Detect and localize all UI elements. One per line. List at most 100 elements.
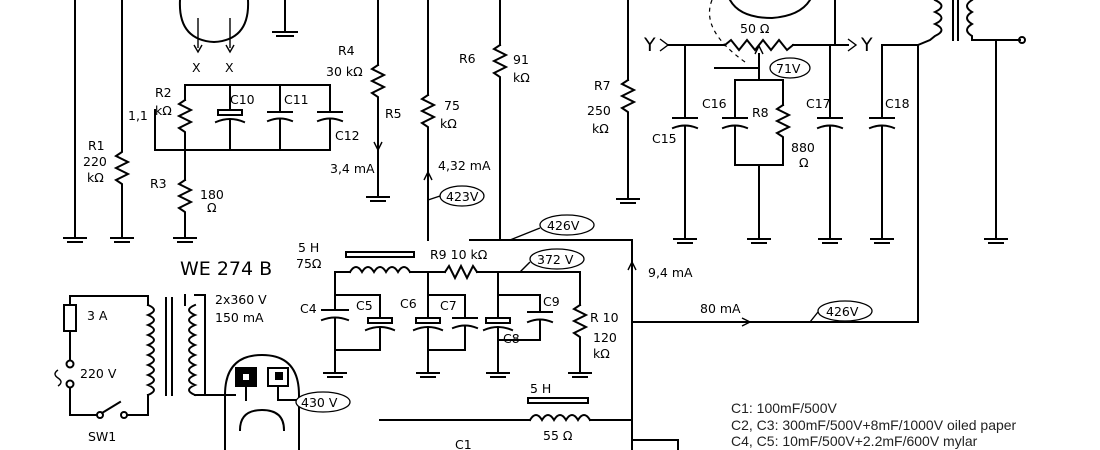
label-r8-value: 880: [791, 140, 815, 155]
label-c1-partial: C1: [455, 437, 472, 450]
voltage-oval-430: [295, 391, 351, 413]
ground-symbol: [63, 237, 87, 243]
label-x-right: X: [225, 60, 234, 75]
label-choke2-res: 55 Ω: [543, 428, 573, 443]
capacitor-notes: C1: 100mF/500V C2, C3: 300mF/500V+8mF/10…: [731, 400, 1016, 450]
label-x-left: X: [192, 60, 201, 75]
tube-partial-right: [728, 0, 812, 20]
label-c10: C10: [230, 92, 255, 107]
voltage-oval-426-top: [539, 214, 595, 236]
label-c7: C7: [440, 298, 457, 313]
label-1-1: 1,1: [128, 108, 148, 123]
label-c6: C6: [400, 296, 417, 311]
ground-symbol: [616, 198, 640, 204]
label-pot-value: 50 Ω: [740, 21, 770, 36]
label-current-80: 80 mA: [700, 301, 741, 316]
ground-symbol: [173, 237, 197, 243]
power-input-section: [54, 294, 300, 450]
label-r5-value: 75: [444, 98, 460, 113]
voltage-426-top: 426V: [547, 218, 580, 233]
label-y-right: Y: [860, 34, 873, 56]
lower-choke-section: [379, 397, 679, 450]
label-c12: C12: [335, 128, 360, 143]
transformer-secondary: [188, 303, 198, 397]
label-r1: R1: [88, 138, 105, 153]
label-xfmr-current: 150 mA: [215, 310, 264, 325]
label-choke1: 5 H: [298, 240, 319, 255]
voltage-oval-426-right: [817, 300, 873, 322]
upper-right-section: [616, 0, 1026, 323]
label-r10-unit: kΩ: [593, 346, 610, 361]
label-r3-unit: Ω: [207, 200, 217, 215]
label-r4: R4: [338, 43, 355, 58]
r6-resistor: [491, 43, 509, 241]
voltage-426-right: 426V: [826, 304, 859, 319]
label-c16: C16: [702, 96, 727, 111]
ground-symbol: [272, 31, 298, 37]
label-r10-value: 120: [593, 330, 617, 345]
label-r10: R 10: [590, 310, 619, 325]
r8-resistor: [774, 103, 792, 166]
label-current-3-4: 3,4 mA: [330, 161, 375, 176]
ground-symbol: [366, 196, 390, 202]
label-r7: R7: [594, 78, 611, 93]
voltage-423: 423V: [446, 189, 479, 204]
label-choke2: 5 H: [530, 381, 551, 396]
switch-sw1: [100, 400, 122, 415]
label-c15: C15: [652, 131, 677, 146]
label-current-4-32: 4,32 mA: [438, 158, 491, 173]
label-c17: C17: [806, 96, 831, 111]
label-r1-unit: kΩ: [87, 170, 104, 185]
voltage-annotations: 423V 71V 426V 372 V 426V 430 V: [295, 57, 873, 413]
label-r6: R6: [459, 51, 476, 66]
fuse: [63, 304, 77, 332]
label-r5-unit: kΩ: [440, 116, 457, 131]
label-current-9-4: 9,4 mA: [648, 265, 693, 280]
label-c18: C18: [885, 96, 910, 111]
ground-symbol: [870, 238, 894, 244]
label-xfmr-voltage: 2x360 V: [215, 292, 267, 307]
r7-resistor: [619, 78, 637, 199]
label-sw1: SW1: [88, 429, 116, 444]
voltage-430: 430 V: [301, 395, 338, 410]
voltage-71: 71V: [776, 61, 801, 76]
r4-resistor: [369, 63, 387, 196]
bplus-filter-section: [320, 239, 919, 450]
ac-source-symbol: [54, 369, 62, 387]
label-r7-unit: kΩ: [592, 121, 609, 136]
ground-symbol: [673, 238, 697, 244]
label-c5: C5: [356, 298, 373, 313]
r4-r5-r6-section: [366, 0, 509, 241]
transformer-primary: [145, 303, 155, 397]
ground-symbol: [818, 238, 842, 244]
note-c1: C1: 100mF/500V: [731, 400, 837, 416]
ground-symbol: [323, 372, 347, 378]
voltage-oval-372: [529, 248, 585, 270]
component-labels: R1 220 kΩ 1,1 R2 kΩ R3 180 Ω X X C10 C11…: [80, 21, 910, 450]
r3-resistor: [176, 178, 194, 238]
note-c2-c3: C2, C3: 300mF/500V+8mF/1000V oiled paper: [731, 416, 1017, 433]
label-r2: R2: [155, 85, 172, 100]
label-choke1-res: 75Ω: [296, 256, 322, 271]
tube-partial-top: [178, 0, 250, 44]
label-fuse-3a: 3 A: [87, 308, 108, 323]
ground-symbol: [110, 237, 134, 243]
choke-5h-top: [348, 266, 412, 274]
upper-left-section: [63, 0, 344, 243]
voltage-372: 372 V: [537, 252, 574, 267]
ground-symbol: [568, 372, 592, 378]
label-r7-value: 250: [587, 103, 611, 118]
r5-resistor: [419, 93, 437, 241]
ground-symbol: [416, 372, 440, 378]
label-r4-value: 30 kΩ: [326, 64, 363, 79]
choke-5h-bottom: [528, 414, 592, 422]
label-c9: C9: [543, 294, 560, 309]
label-r6-unit: kΩ: [513, 70, 530, 85]
label-r1-value: 220: [83, 154, 107, 169]
label-mains-220v: 220 V: [80, 366, 117, 381]
ground-symbol: [486, 372, 510, 378]
output-transformer-partial: [916, 0, 943, 47]
note-c4-c5: C4, C5: 10mF/500V+2.2mF/600V mylar: [731, 433, 978, 449]
